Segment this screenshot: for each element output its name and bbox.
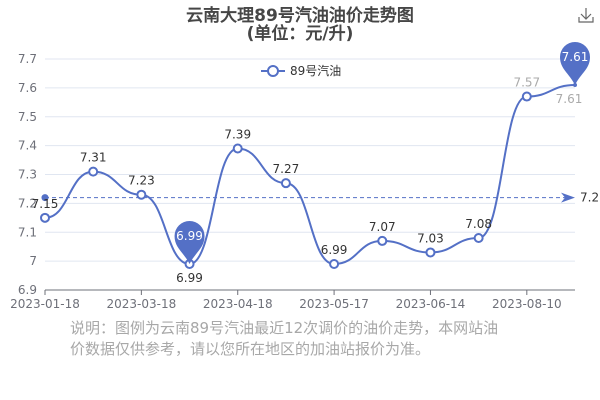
mark-point-label: 6.99	[176, 229, 203, 243]
x-tick-label: 2023-01-18	[10, 297, 80, 311]
y-tick-label: 7	[29, 254, 37, 268]
data-label: 7.39	[224, 128, 251, 142]
data-point	[473, 233, 484, 244]
mark-pin-icon	[174, 221, 205, 265]
data-point	[329, 259, 340, 270]
data-point	[425, 247, 436, 258]
y-tick-label: 7.6	[18, 81, 37, 95]
chart-note: 说明：图例为云南89号汽油最近12次调价的油价走势，本网站油价数据仅供参考，请以…	[70, 319, 499, 358]
mark-point-label: 7.61	[562, 50, 589, 64]
y-tick-label: 7.5	[18, 110, 37, 124]
data-label: 7.15	[32, 197, 59, 211]
data-label: 7.31	[80, 151, 107, 165]
average-start-point	[41, 194, 49, 202]
data-label: 7.23	[128, 174, 155, 188]
data-point	[280, 178, 291, 189]
chart-title: 云南大理89号汽油油价走势图	[186, 5, 414, 26]
download-icon[interactable]	[578, 8, 594, 23]
y-tick-label: 7.1	[18, 225, 37, 239]
data-point	[88, 166, 99, 177]
x-tick-label: 2023-06-14	[396, 297, 466, 311]
x-tick-label: 2023-05-17	[299, 297, 369, 311]
data-point	[40, 212, 50, 223]
x-tick-label: 2023-04-18	[203, 297, 273, 311]
data-point	[232, 143, 243, 154]
data-point	[136, 189, 147, 200]
data-label: 7.27	[273, 162, 300, 176]
y-tick-label: 7.2	[18, 196, 37, 210]
data-label: 6.99	[176, 271, 203, 285]
data-label: 7.57	[513, 76, 540, 90]
chart-subtitle: (单位：元/升)	[247, 23, 354, 44]
data-point	[521, 91, 532, 102]
data-label: 7.07	[369, 220, 396, 234]
x-tick-label: 2023-03-18	[106, 297, 176, 311]
x-tick-label: 2023-08-10	[492, 297, 562, 311]
data-label: 7.08	[465, 217, 492, 231]
legend-label: 89号汽油	[290, 63, 341, 78]
data-point	[377, 235, 388, 246]
average-label: 7.2	[580, 191, 599, 205]
y-tick-label: 7.4	[18, 139, 37, 153]
mark-pin-icon	[560, 41, 590, 85]
data-label: 6.99	[321, 243, 348, 257]
legend-marker-icon	[267, 65, 279, 77]
data-label: 7.03	[417, 231, 444, 245]
y-tick-label: 6.9	[18, 283, 37, 297]
average-arrow-icon	[561, 192, 575, 203]
y-tick-label: 7.7	[18, 52, 37, 66]
data-label: 7.61	[556, 92, 583, 106]
legend-item[interactable]: 89号汽油	[261, 63, 341, 78]
y-tick-label: 7.3	[18, 168, 37, 182]
